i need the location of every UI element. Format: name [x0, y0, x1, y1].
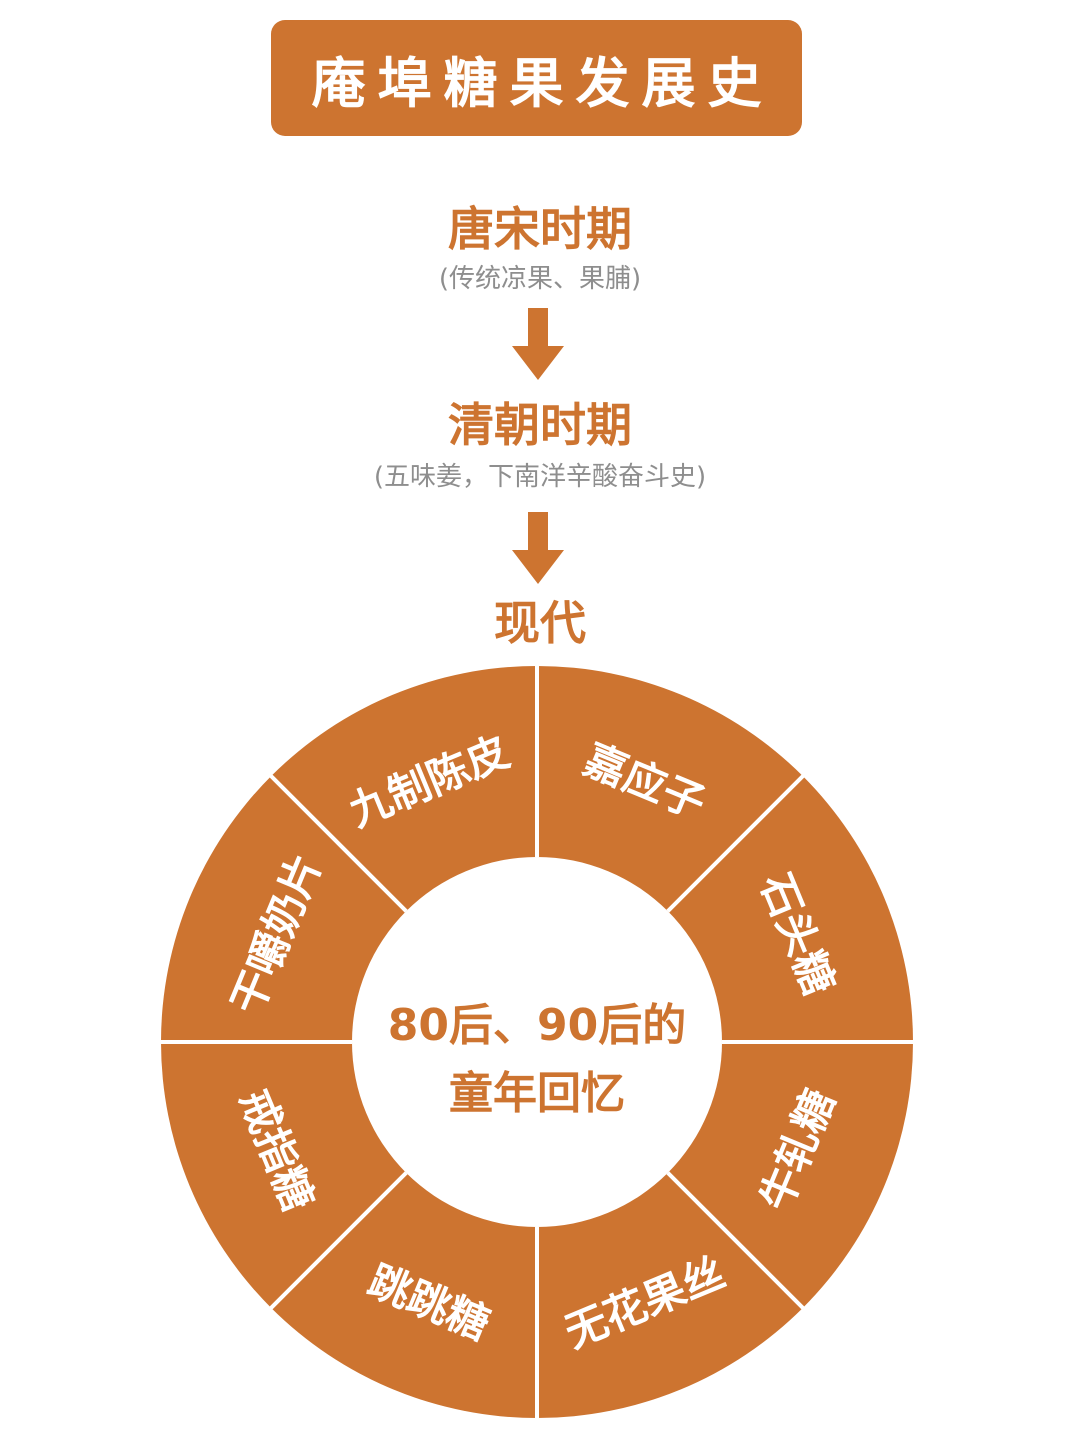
- period-qing: 清朝时期: [448, 398, 632, 452]
- period-tang-song-note: (传统凉果、果脯): [438, 264, 642, 294]
- wheel-center-line-2: 童年回忆: [449, 1068, 625, 1119]
- wheel-divider: [268, 773, 408, 913]
- period-tang-song: 唐宋时期: [448, 202, 632, 256]
- wheel-center: [352, 857, 722, 1227]
- down-arrow-icon: [512, 308, 564, 380]
- wheel-center-line-1: 80后、90后的: [388, 1000, 686, 1051]
- page-title: 庵埠糖果发展史: [311, 51, 774, 115]
- period-modern: 现代: [494, 596, 586, 650]
- period-qing-note: (五味姜，下南洋辛酸奋斗史): [373, 462, 707, 492]
- wheel-divider: [666, 1171, 806, 1311]
- wheel-divider: [268, 1171, 408, 1311]
- wheel-divider: [666, 773, 806, 913]
- title-banner: 庵埠糖果发展史: [271, 20, 802, 136]
- down-arrow-icon: [512, 512, 564, 584]
